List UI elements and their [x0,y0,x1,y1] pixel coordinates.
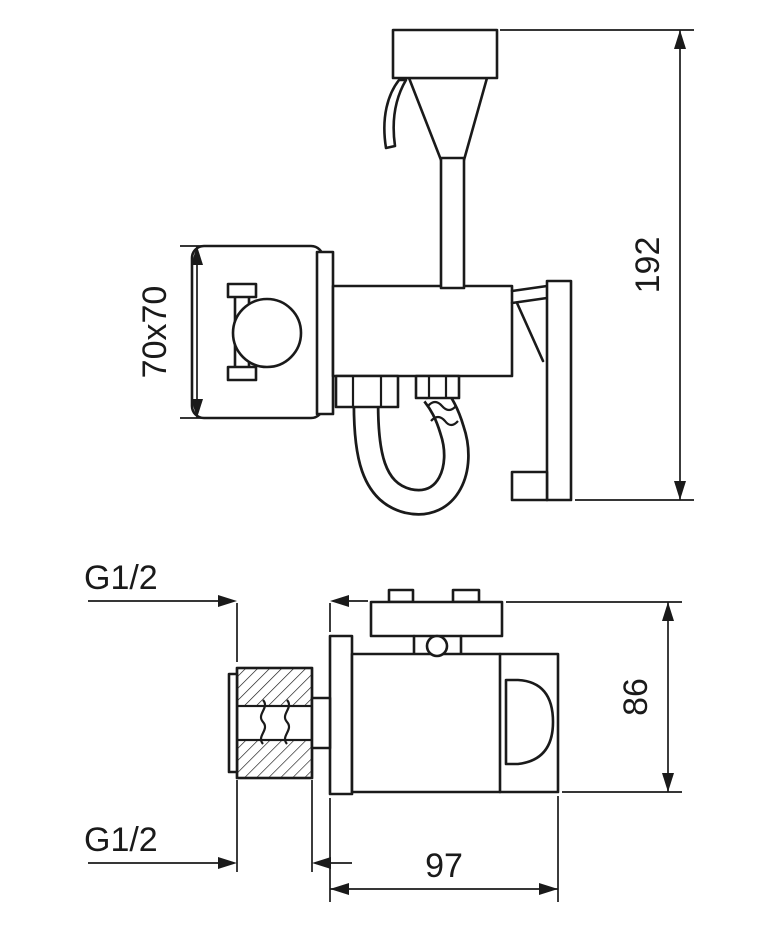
nipple-hatch-top [235,666,314,708]
dim-overall-height: 192 [500,29,694,501]
side-view: 192 70x70 [136,28,694,516]
handle-knob [231,297,303,369]
hose-break-mark [427,400,457,412]
top-thread-label: G1/2 [84,559,158,597]
plan-view: G1/2 G1/2 86 [84,559,682,902]
dim-depth-label: 86 [617,678,655,716]
bracket-bar [545,279,573,502]
holder-top [369,588,504,656]
hose-nut-right [414,374,461,400]
mounting-plate-plan [328,634,354,796]
inlet-nipple [227,666,332,780]
bottom-thread-label: G1/2 [84,821,158,859]
dim-overall-height-label: 192 [629,237,667,294]
hose-nut-left [334,374,400,409]
dim-plate-size: 70x70 [136,245,237,419]
nipple-stub [310,696,332,750]
sprayer-head [391,28,499,80]
bracket-foot [510,470,549,502]
handle-cap-bottom [226,365,258,382]
leader-top-thread: G1/2 [84,559,368,662]
dim-plate-size-label: 70x70 [136,286,174,379]
wall-bracket [510,279,573,502]
nipple-break-mark [259,699,267,745]
outlet-boss [504,678,555,766]
hose-break-mark [430,415,459,427]
nipple-break-mark [283,699,291,745]
shower-hose [352,385,470,516]
valve-handle [226,282,303,382]
valve-body [331,284,514,378]
nipple-end-face [227,672,239,774]
dim-depth: 86 [506,601,682,793]
sprayer-taper [407,76,489,162]
leader-bottom-thread: G1/2 [84,780,352,872]
dim-width: 97 [329,796,559,902]
dim-width-label: 97 [425,847,463,885]
handle-cap-top [226,282,258,299]
holder-neck-circle [425,634,449,658]
bracket-hook [515,301,545,363]
sprayer-pipe [439,156,466,290]
nipple-hatch-bottom [235,738,314,780]
wall-plate-side [315,250,335,416]
sprayer-lever [383,78,408,150]
